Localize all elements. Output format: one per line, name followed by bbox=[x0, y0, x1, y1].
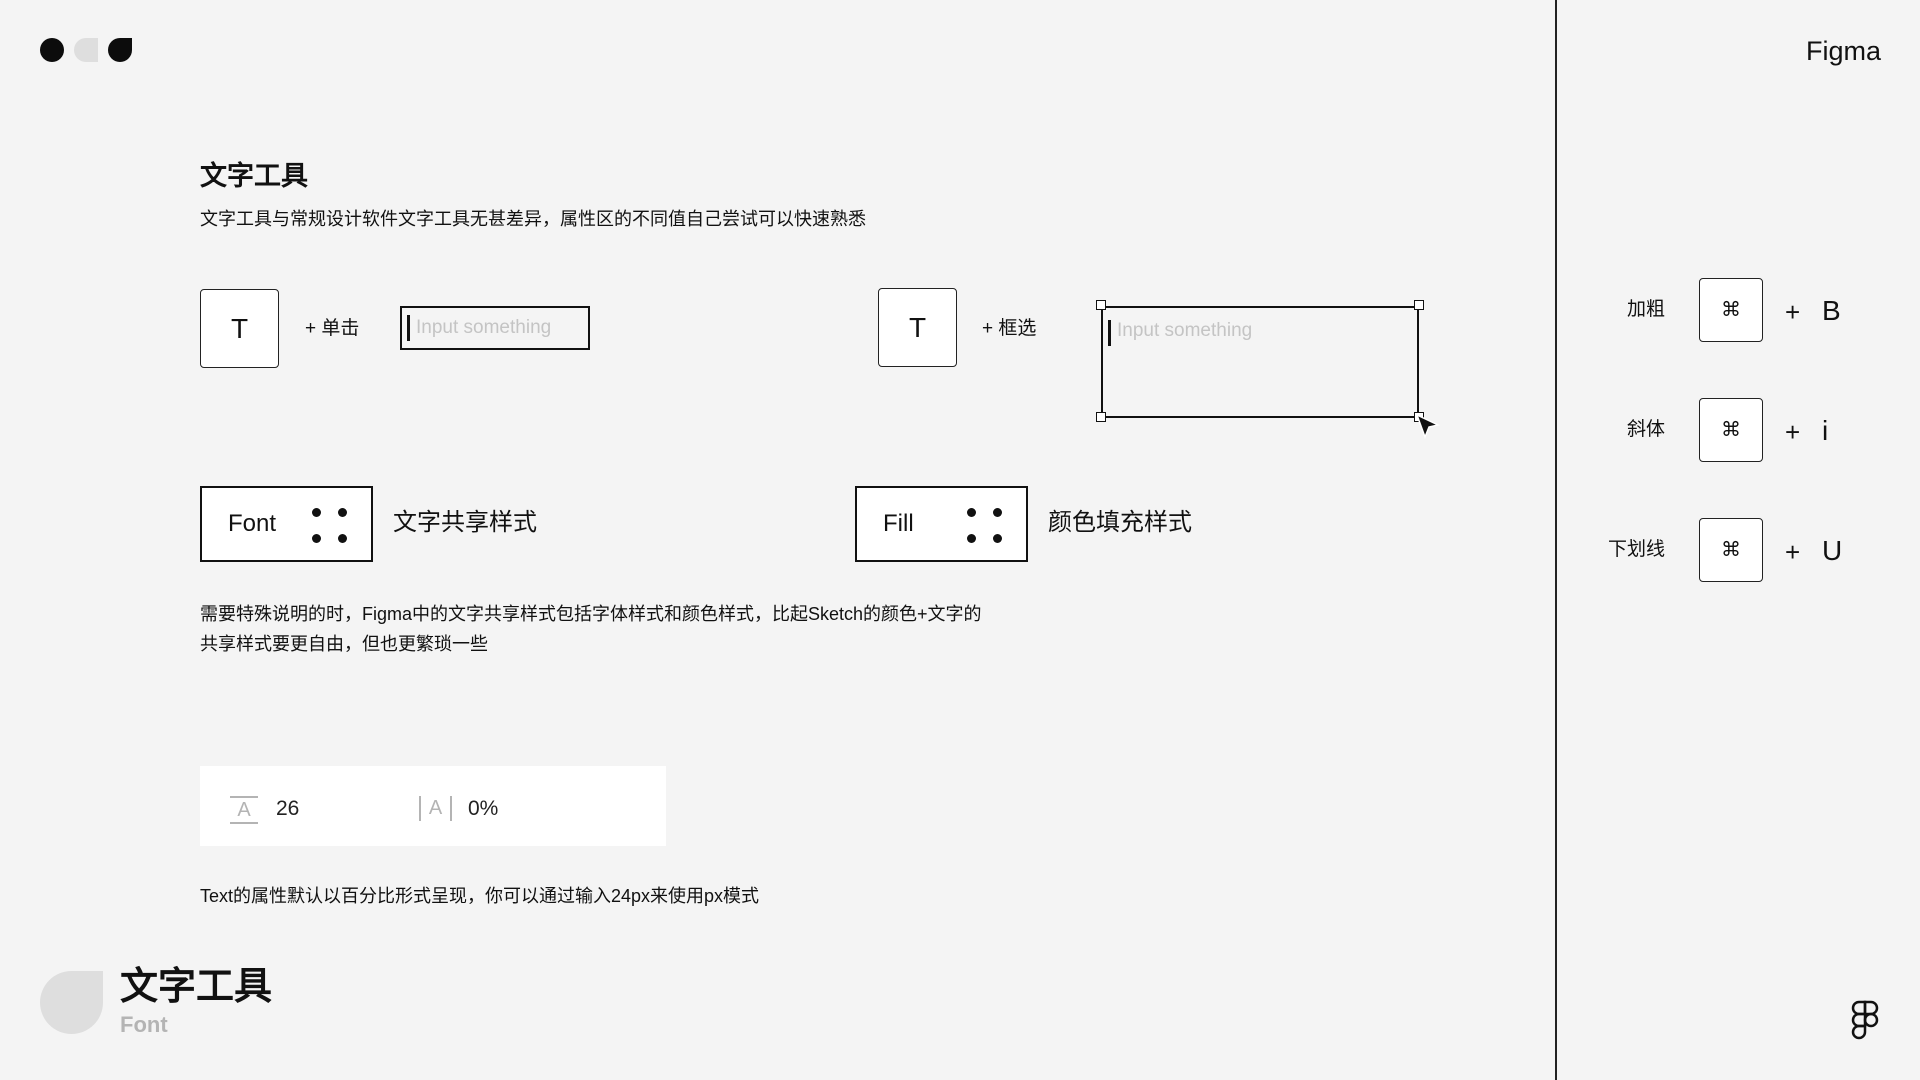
plus-sign: + bbox=[1785, 537, 1801, 567]
command-key: ⌘ bbox=[1699, 278, 1763, 342]
resize-handle[interactable] bbox=[1414, 300, 1424, 310]
shortcut-label-italic: 斜体 bbox=[1626, 419, 1665, 440]
section-title: 文字工具 bbox=[200, 161, 308, 191]
style-dots-icon bbox=[312, 508, 321, 517]
shortcut-label-bold: 加粗 bbox=[1626, 299, 1665, 320]
plus-sign: + bbox=[1785, 417, 1801, 447]
text-input-area[interactable]: Input something bbox=[1101, 306, 1419, 418]
style-dots-icon bbox=[338, 508, 347, 517]
circle-dot-icon bbox=[40, 38, 64, 62]
footer-subtitle: Font bbox=[120, 1012, 168, 1037]
style-dots-icon bbox=[312, 534, 321, 543]
style-dots-icon bbox=[993, 508, 1002, 517]
input-placeholder: Input something bbox=[416, 316, 552, 338]
style-dots-icon bbox=[993, 534, 1002, 543]
drag-label: + 框选 bbox=[982, 318, 1037, 339]
key-label: T bbox=[908, 311, 927, 343]
font-style-desc: 文字共享样式 bbox=[393, 509, 537, 536]
key-label: T bbox=[230, 312, 249, 344]
input-placeholder: Input something bbox=[1117, 320, 1253, 341]
letter-spacing-value[interactable]: 0% bbox=[468, 797, 499, 820]
click-label: + 单击 bbox=[305, 318, 360, 339]
plus-sign: + bbox=[1785, 297, 1801, 327]
style-dots-icon bbox=[967, 534, 976, 543]
fill-style-label: Fill bbox=[883, 510, 914, 537]
drop-dot-icon bbox=[108, 38, 132, 62]
icon-letter: A bbox=[428, 797, 443, 819]
command-icon: ⌘ bbox=[1721, 539, 1741, 561]
text-tool-key: T bbox=[878, 288, 957, 367]
section-drop-icon bbox=[40, 971, 103, 1034]
shortcut-key-i: i bbox=[1822, 415, 1829, 446]
styles-note-line1: 需要特殊说明的时，Figma中的文字共享样式包括字体样式和颜色样式，比起Sket… bbox=[200, 604, 982, 624]
text-caret bbox=[407, 315, 410, 341]
command-icon: ⌘ bbox=[1721, 419, 1741, 441]
panel-divider bbox=[1555, 0, 1557, 1080]
cursor-arrow-icon bbox=[1415, 413, 1441, 440]
footer-title: 文字工具 bbox=[120, 966, 273, 1008]
icon-letter: A bbox=[237, 799, 251, 821]
figma-logo-icon bbox=[1851, 1000, 1879, 1040]
text-properties-panel: A 26 A 0% bbox=[200, 766, 666, 846]
command-key: ⌘ bbox=[1699, 398, 1763, 462]
font-style-button[interactable]: Font bbox=[200, 486, 373, 562]
command-icon: ⌘ bbox=[1721, 299, 1741, 321]
brand-label: Figma bbox=[1806, 36, 1882, 66]
leaf-dot-icon bbox=[74, 38, 98, 62]
line-height-icon: A bbox=[230, 796, 258, 824]
style-dots-icon bbox=[338, 534, 347, 543]
styles-note-line2: 共享样式要更自由，但也更繁琐一些 bbox=[200, 634, 488, 654]
shortcut-key-u: U bbox=[1822, 535, 1843, 566]
text-input-single[interactable]: Input something bbox=[400, 306, 590, 350]
letter-spacing-icon: A bbox=[419, 796, 452, 821]
shortcut-label-underline: 下划线 bbox=[1607, 539, 1665, 560]
properties-footnote: Text的属性默认以百分比形式呈现，你可以通过输入24px来使用px模式 bbox=[200, 886, 760, 906]
section-subtitle: 文字工具与常规设计软件文字工具无甚差异，属性区的不同值自己尝试可以快速熟悉 bbox=[200, 209, 866, 229]
style-dots-icon bbox=[967, 508, 976, 517]
shortcut-key-b: B bbox=[1822, 295, 1841, 326]
fill-style-button[interactable]: Fill bbox=[855, 486, 1028, 562]
line-height-value[interactable]: 26 bbox=[276, 797, 300, 820]
text-caret bbox=[1108, 320, 1111, 346]
command-key: ⌘ bbox=[1699, 518, 1763, 582]
fill-style-desc: 颜色填充样式 bbox=[1048, 509, 1192, 536]
resize-handle[interactable] bbox=[1096, 412, 1106, 422]
font-style-label: Font bbox=[228, 510, 277, 537]
text-tool-key: T bbox=[200, 289, 279, 368]
resize-handle[interactable] bbox=[1096, 300, 1106, 310]
